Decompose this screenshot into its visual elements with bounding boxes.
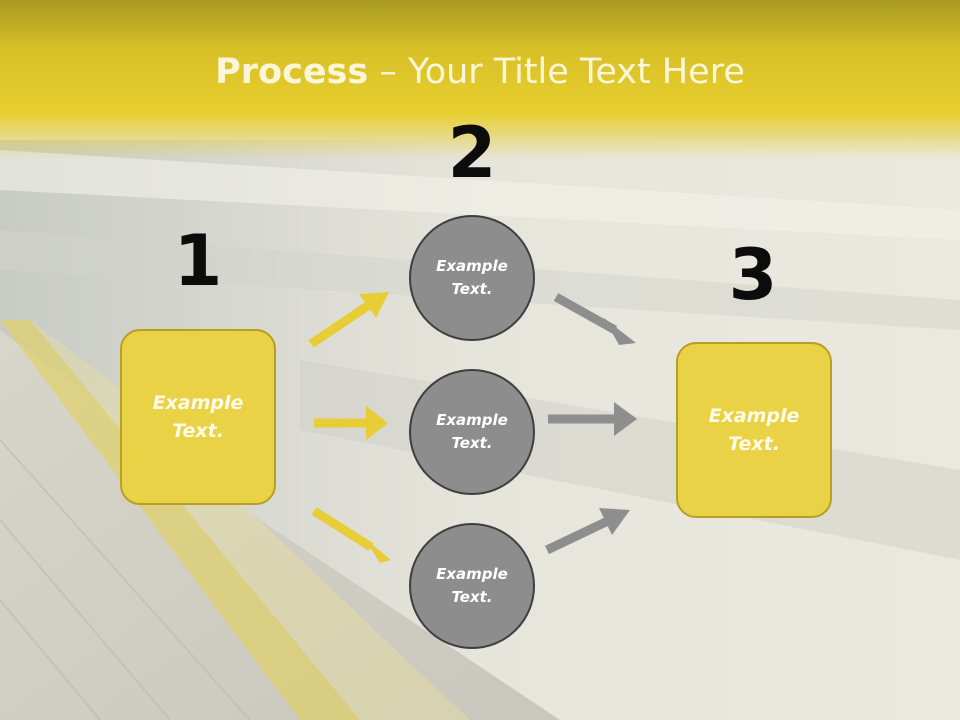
step-number-2: 2	[447, 112, 497, 194]
title-rest: – Your Title Text Here	[368, 52, 745, 92]
circle-bottom-text: Example Text.	[436, 564, 508, 606]
step-1-text: Example Text.	[152, 391, 244, 443]
step-1-box: Example Text.	[120, 329, 276, 505]
arrow-right-yellow-icon	[314, 406, 388, 440]
step-3-box: Example Text.	[676, 342, 832, 518]
step-3-text: Example Text.	[708, 404, 800, 456]
title-bold: Process	[215, 52, 369, 92]
arrow-up-right-yellow-icon	[308, 292, 389, 348]
arrow-up-right-gray-icon	[545, 508, 630, 555]
circle-bottom: Example Text.	[409, 523, 535, 649]
arrow-down-right-yellow-icon	[311, 507, 391, 563]
title-band	[0, 0, 960, 160]
circle-top-text: Example Text.	[436, 256, 508, 298]
slide-title: Process – Your Title Text Here	[0, 52, 960, 92]
circle-middle-text: Example Text.	[436, 410, 508, 452]
circle-top: Example Text.	[409, 215, 535, 341]
circle-middle: Example Text.	[409, 369, 535, 495]
step-number-3: 3	[728, 234, 778, 316]
arrow-right-gray-icon	[548, 402, 637, 436]
step-number-1: 1	[173, 220, 223, 302]
arrow-down-right-gray-icon	[553, 293, 636, 345]
